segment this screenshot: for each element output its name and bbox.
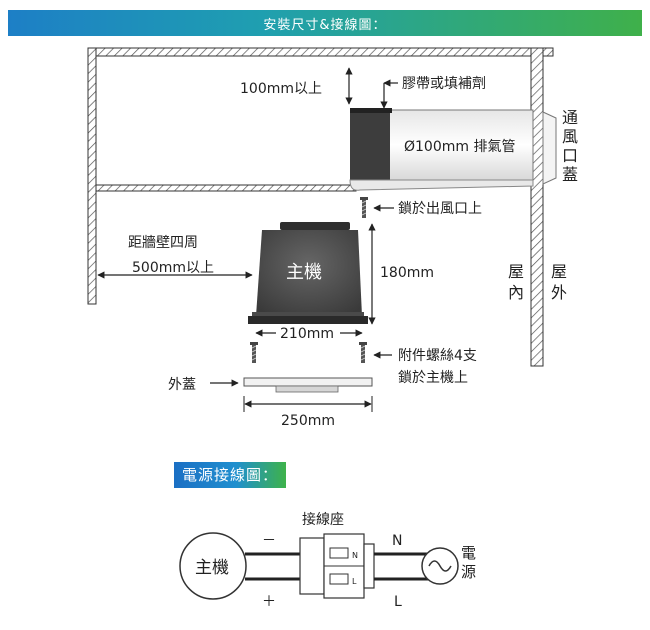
terminal-label: 接線座 xyxy=(302,511,344,528)
header-title: 安裝尺寸&接線圖： xyxy=(263,18,387,33)
terminal-n-mark: N xyxy=(352,551,358,560)
wall-distance-line1: 距牆壁四周 xyxy=(128,235,198,251)
vent-cap-char-4: 蓋 xyxy=(562,165,578,184)
screws-line2: 鎖於主機上 xyxy=(398,370,468,386)
plus-label: ＋ xyxy=(262,594,276,610)
left-wall xyxy=(87,47,97,305)
right-mount-screw-icon xyxy=(359,342,367,363)
vent-cap-char-1: 通 xyxy=(562,108,578,127)
header-bar: 安裝尺寸&接線圖： xyxy=(8,10,642,36)
wall-distance-line2: 500mm以上 xyxy=(132,260,214,276)
vent-cap xyxy=(542,111,557,185)
left-mount-screw-icon xyxy=(250,342,258,363)
cover-label: 外蓋 xyxy=(168,377,196,393)
terminal-l-mark: L xyxy=(352,577,357,586)
terminal-block xyxy=(299,533,375,599)
vent-cap-char-3: 口 xyxy=(562,146,578,165)
ac-wave-icon xyxy=(428,560,452,572)
power-char-1: 電 xyxy=(461,544,476,562)
height-label: 180mm xyxy=(380,265,434,281)
duct-collar xyxy=(350,110,390,180)
ceiling-board xyxy=(95,184,357,192)
screws-line1: 附件螺絲4支 xyxy=(398,348,477,364)
cover-width-label: 250mm xyxy=(281,413,335,429)
body-width-label: 210mm xyxy=(280,326,334,342)
duct-label: Ø100mm 排氣管 xyxy=(404,139,515,155)
outdoor-char-2: 外 xyxy=(551,283,567,302)
wiring-title-badge: 電源接線圖： xyxy=(174,462,287,488)
lock-outlet-label: 鎖於出風口上 xyxy=(398,201,482,217)
outlet-screw-icon xyxy=(360,197,368,218)
sealant-label: 膠帶或填補劑 xyxy=(402,75,486,92)
indoor-char-2: 內 xyxy=(508,283,524,302)
main-unit-body xyxy=(248,222,368,324)
indoor-char-1: 屋 xyxy=(508,262,524,281)
gap-label: 100mm以上 xyxy=(240,81,322,97)
minus-label: － xyxy=(262,533,276,549)
duct-mouth xyxy=(349,179,534,191)
outdoor-char-1: 屋 xyxy=(551,262,567,281)
wiring-main-unit-label: 主機 xyxy=(195,558,229,578)
l-label: L xyxy=(394,594,402,610)
exterior-wall xyxy=(530,47,544,367)
ceiling-wall xyxy=(87,47,554,57)
main-unit-label: 主機 xyxy=(286,262,322,283)
n-label: N xyxy=(392,533,402,549)
wiring-main-unit-circle xyxy=(179,532,247,600)
power-char-2: 源 xyxy=(461,563,476,581)
vent-cap-char-2: 風 xyxy=(562,127,578,146)
outer-cover xyxy=(243,377,373,393)
